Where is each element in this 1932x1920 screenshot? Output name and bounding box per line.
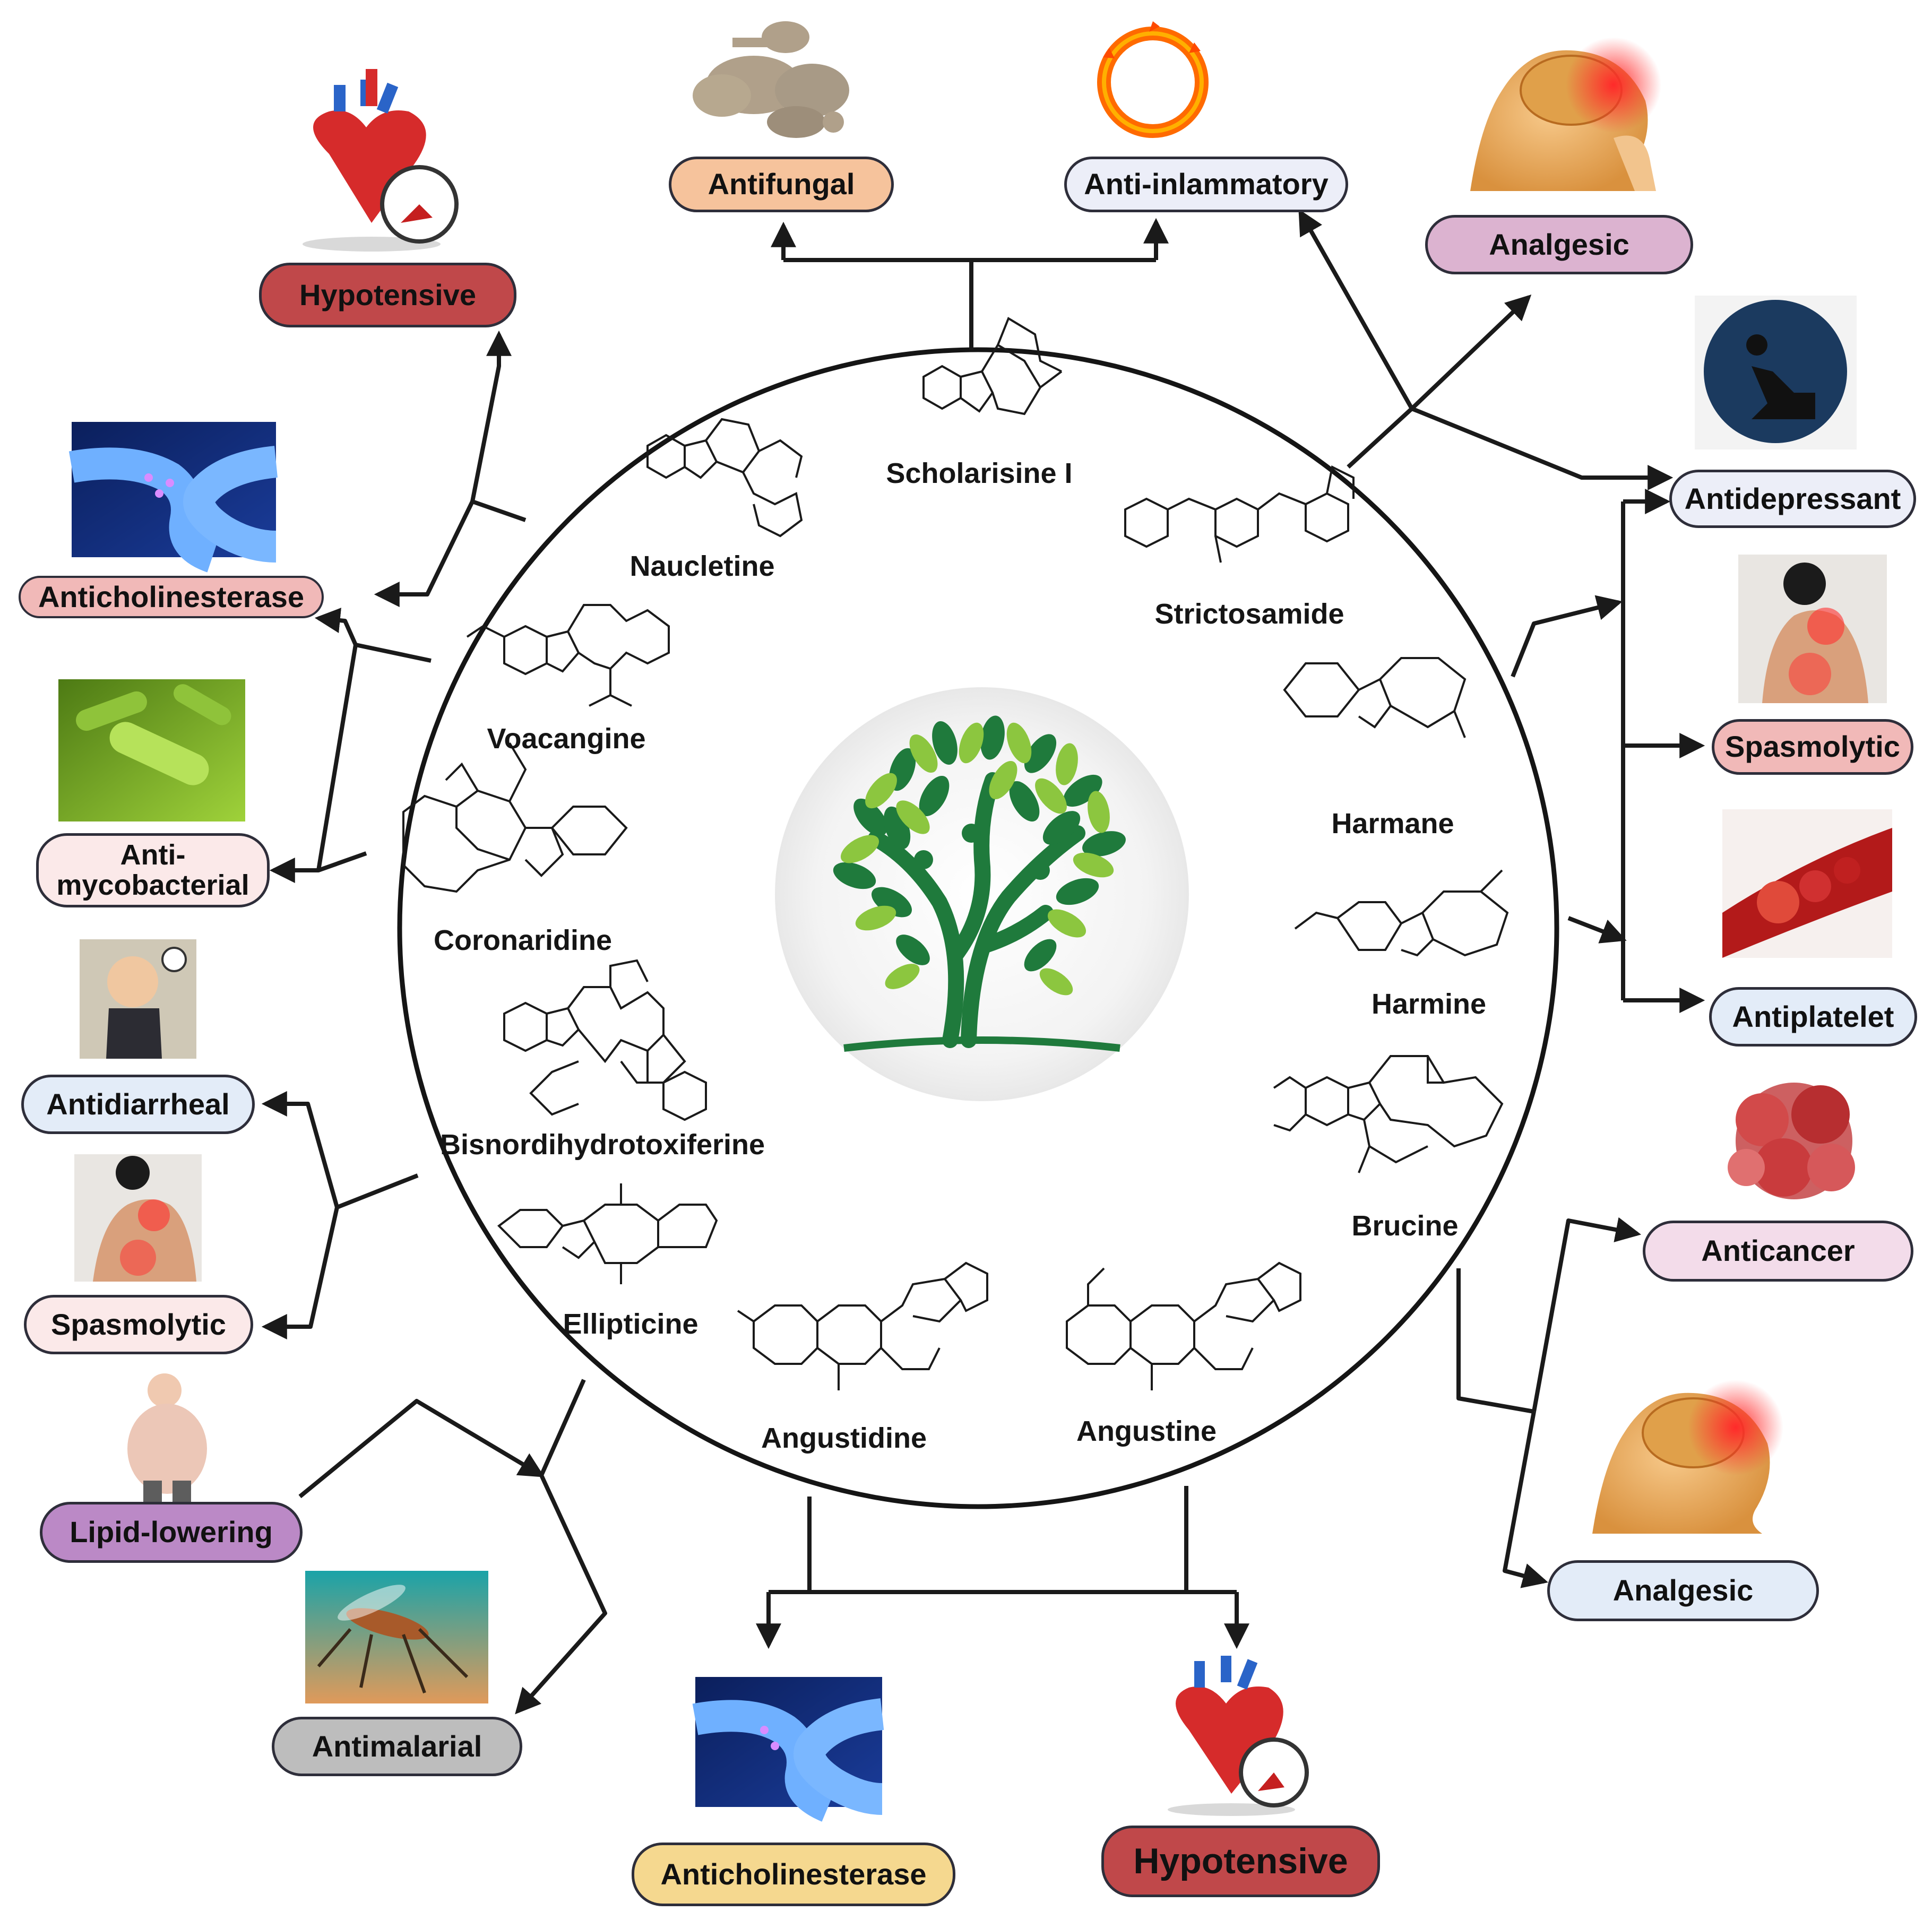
compound-label-ellipticine: Ellipticine bbox=[563, 1308, 698, 1340]
structure-drawings bbox=[402, 317, 1509, 1390]
head-pain-icon bbox=[1470, 37, 1661, 192]
compound-label-coronaridine: Coronaridine bbox=[434, 924, 612, 956]
compound-label-bisnordihydrotoxiferine: Bisnordihydrotoxiferine bbox=[440, 1129, 765, 1161]
activity-anticholinesterase-left: Anticholinesterase bbox=[19, 576, 324, 618]
compound-label-harmine: Harmine bbox=[1372, 988, 1486, 1020]
heart-pressure-icon-bottom bbox=[1168, 1656, 1309, 1816]
compound-label-strictosamide: Strictosamide bbox=[1154, 598, 1344, 630]
fungus-icon bbox=[693, 21, 849, 138]
activity-anticancer: Anticancer bbox=[1643, 1221, 1913, 1282]
back-pain-icon bbox=[1738, 555, 1887, 703]
activity-antimycobacterial-line2: mycobacterial bbox=[56, 869, 249, 901]
activity-hypotensive-left: Hypotensive bbox=[259, 263, 516, 327]
compound-label-naucletine: Naucletine bbox=[629, 550, 774, 582]
compound-label-angustine: Angustine bbox=[1076, 1415, 1217, 1447]
compound-label-brucine: Brucine bbox=[1351, 1210, 1458, 1242]
synapse-icon bbox=[68, 422, 278, 573]
activity-anticholinesterase-bottom: Anticholinesterase bbox=[632, 1843, 955, 1906]
tree-logo-icon bbox=[775, 687, 1189, 1101]
compound-label-harmane: Harmane bbox=[1331, 808, 1454, 840]
compound-label-scholarisine-i: Scholarisine I bbox=[886, 457, 1072, 489]
cancer-cells-icon bbox=[1728, 1083, 1855, 1199]
activity-antimycobacterial: Anti- mycobacterial bbox=[36, 833, 270, 907]
sick-person-icon bbox=[80, 939, 196, 1059]
heart-pressure-icon bbox=[303, 69, 459, 252]
mosquito-icon bbox=[305, 1571, 488, 1703]
activity-lipid-lowering: Lipid-lowering bbox=[40, 1502, 303, 1563]
activity-antidepressant: Antidepressant bbox=[1669, 470, 1916, 528]
activity-antimalarial: Antimalarial bbox=[272, 1717, 522, 1776]
activity-hypotensive-bottom: Hypotensive bbox=[1101, 1826, 1380, 1897]
activity-spasmolytic-right: Spasmolytic bbox=[1712, 719, 1913, 775]
activity-antiplatelet: Antiplatelet bbox=[1709, 987, 1917, 1047]
compound-label-angustidine: Angustidine bbox=[761, 1422, 927, 1454]
head-pain-icon-bottom bbox=[1592, 1380, 1783, 1534]
bacteria-icon bbox=[58, 679, 245, 821]
compound-label-voacangine: Voacangine bbox=[487, 723, 645, 755]
blood-vessel-icon bbox=[1722, 809, 1892, 958]
inflammation-fire-ring-icon bbox=[1097, 21, 1209, 138]
activity-anti-inflammatory: Anti-inlammatory bbox=[1064, 157, 1348, 212]
activity-antimycobacterial-line1: Anti- bbox=[120, 839, 186, 871]
activity-analgesic-top: Analgesic bbox=[1425, 215, 1693, 274]
synapse-icon-bottom bbox=[692, 1677, 884, 1822]
depression-icon bbox=[1695, 296, 1857, 449]
activity-spasmolytic-left: Spasmolytic bbox=[24, 1295, 253, 1354]
activity-analgesic-bottom: Analgesic bbox=[1547, 1560, 1819, 1621]
activity-antifungal: Antifungal bbox=[669, 157, 894, 212]
activity-antidiarrheal: Antidiarrheal bbox=[21, 1075, 255, 1134]
back-pain-icon-left bbox=[74, 1154, 202, 1282]
